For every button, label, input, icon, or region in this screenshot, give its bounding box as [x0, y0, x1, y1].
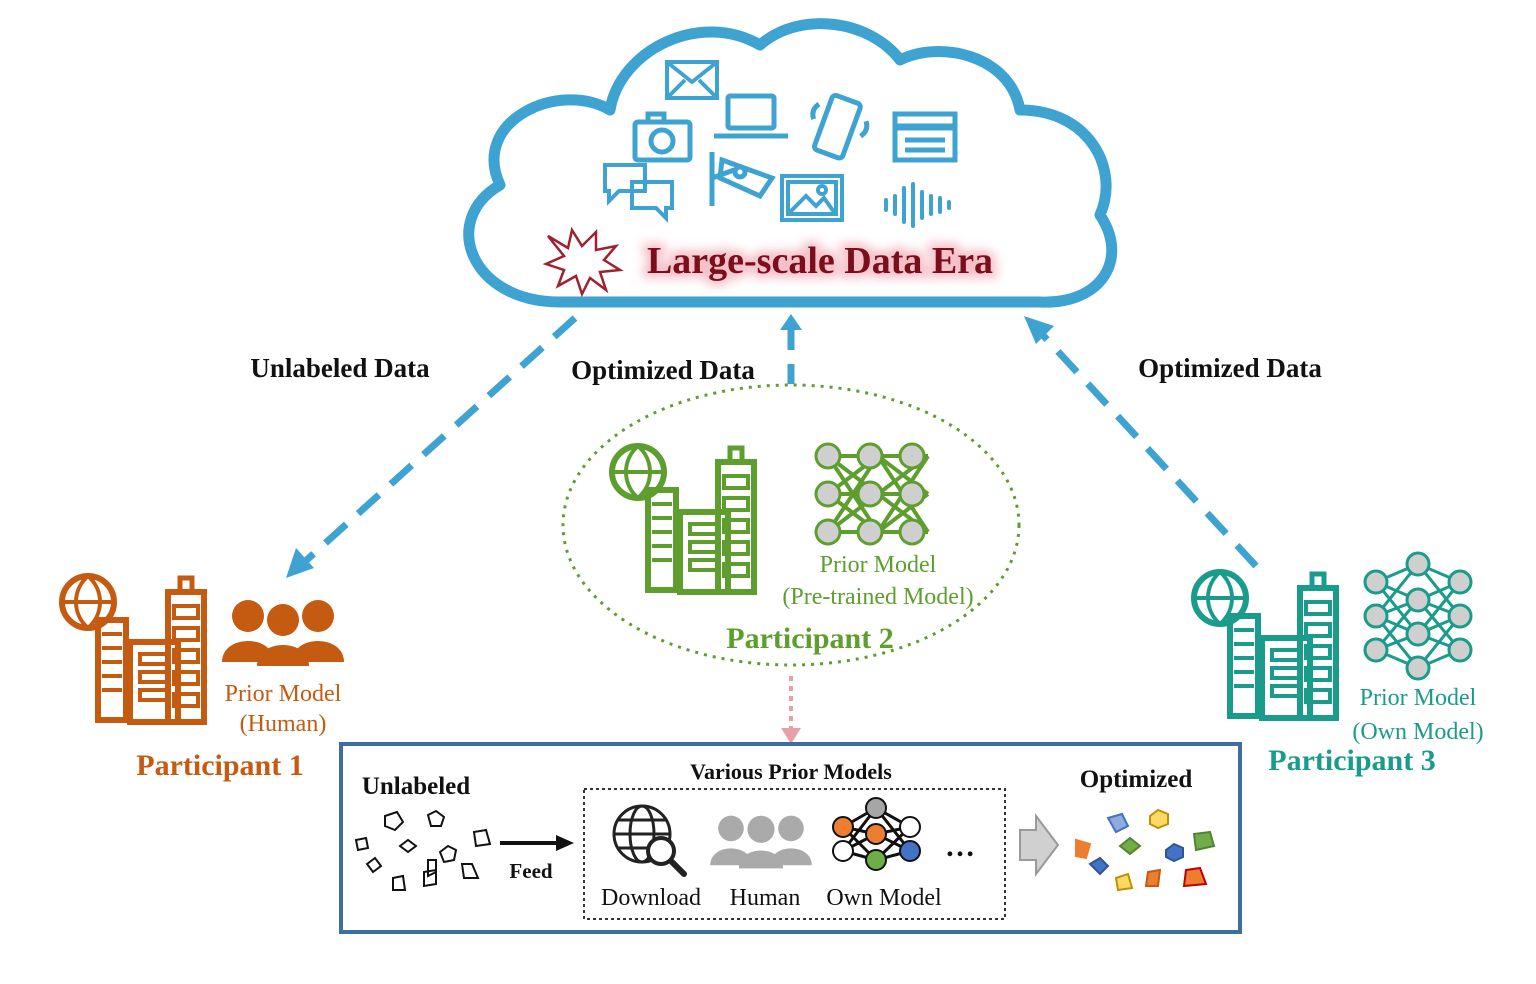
phone-icon — [810, 92, 870, 161]
cloud: Large-scale Data Era Large-scale Data Er… — [463, 18, 1118, 308]
model-human-label: Human — [730, 885, 801, 911]
label-optimized-data-right: Optimized Data — [1138, 353, 1322, 383]
pipeline-unlabeled-label: Unlabeled — [362, 773, 470, 800]
p3-name: Participant 3 — [1268, 744, 1435, 777]
arrow-optimized-middle-head — [780, 314, 802, 330]
models-ellipsis: … — [945, 830, 975, 863]
participant-2: Prior Model (Pre-trained Model) Particip… — [561, 383, 1021, 744]
people-icon — [222, 600, 344, 666]
p2-model-line2: (Pre-trained Model) — [782, 584, 973, 610]
audio-wave-icon — [884, 182, 951, 228]
mail-icon — [665, 60, 719, 100]
arrow-optimized-right-head — [1024, 316, 1054, 344]
label-optimized-data-middle: Optimized Data — [571, 355, 755, 385]
pipeline-optimized-label: Optimized — [1080, 766, 1193, 793]
model-download-label: Download — [601, 885, 701, 911]
p2-model-line1: Prior Model — [820, 552, 937, 578]
p1-name: Participant 1 — [136, 749, 303, 782]
building-globe-icon — [612, 446, 754, 592]
neural-network-icon — [814, 442, 930, 546]
building-globe-icon — [62, 576, 204, 722]
unlabeled-shapes — [354, 809, 492, 891]
p1-model-line1: Prior Model — [225, 681, 342, 707]
feed-label: Feed — [509, 859, 552, 883]
model-own-model-label: Own Model — [826, 885, 942, 911]
feed-arrow-head — [556, 835, 574, 851]
arrow-unlabeled-data — [297, 315, 578, 569]
arrow-unlabeled-head — [286, 548, 314, 578]
pipeline-border — [339, 742, 1242, 934]
p1-model-line2: (Human) — [240, 711, 327, 737]
label-unlabeled-data: Unlabeled Data — [250, 353, 430, 383]
neural-network-icon — [1363, 551, 1473, 681]
participant-1: Prior Model (Human) Participant 1 — [62, 576, 344, 782]
p2-name: Participant 2 — [726, 622, 893, 655]
p3-model-line2: (Own Model) — [1352, 719, 1483, 745]
various-prior-models-title: Various Prior Models — [690, 759, 892, 784]
chat-icon — [603, 163, 674, 223]
participant-2-dotted-ellipse — [561, 383, 1021, 667]
p3-model-line1: Prior Model — [1360, 685, 1477, 711]
video-clapper-icon — [892, 111, 958, 163]
cctv-icon — [709, 152, 776, 206]
flow-arrows: Unlabeled Data Optimized Data Optimized … — [250, 314, 1322, 578]
cloud-outline — [463, 18, 1118, 308]
arrow-feed-head — [781, 728, 801, 744]
block-arrow-icon — [1019, 813, 1060, 877]
cloud-title-glow: Large-scale Data Era — [647, 240, 993, 282]
laptop-icon — [714, 93, 788, 139]
optimized-colored-shapes — [1075, 808, 1216, 892]
image-icon — [780, 174, 844, 222]
people-icon — [710, 815, 812, 869]
arrow-optimized-right — [1037, 329, 1259, 569]
cloud-title: Large-scale Data Era — [647, 240, 993, 282]
camera-icon — [632, 111, 693, 163]
download-globe-search-icon — [612, 804, 687, 877]
own-model-network-icon — [832, 797, 921, 871]
pipeline-box: Unlabeled Feed Various Prior Models — [339, 742, 1242, 934]
building-globe-icon — [1194, 572, 1336, 718]
prior-models-dotted-box — [583, 788, 1006, 920]
burst-icon — [542, 226, 624, 298]
participant-3: Prior Model (Own Model) Participant 3 — [1194, 551, 1484, 777]
